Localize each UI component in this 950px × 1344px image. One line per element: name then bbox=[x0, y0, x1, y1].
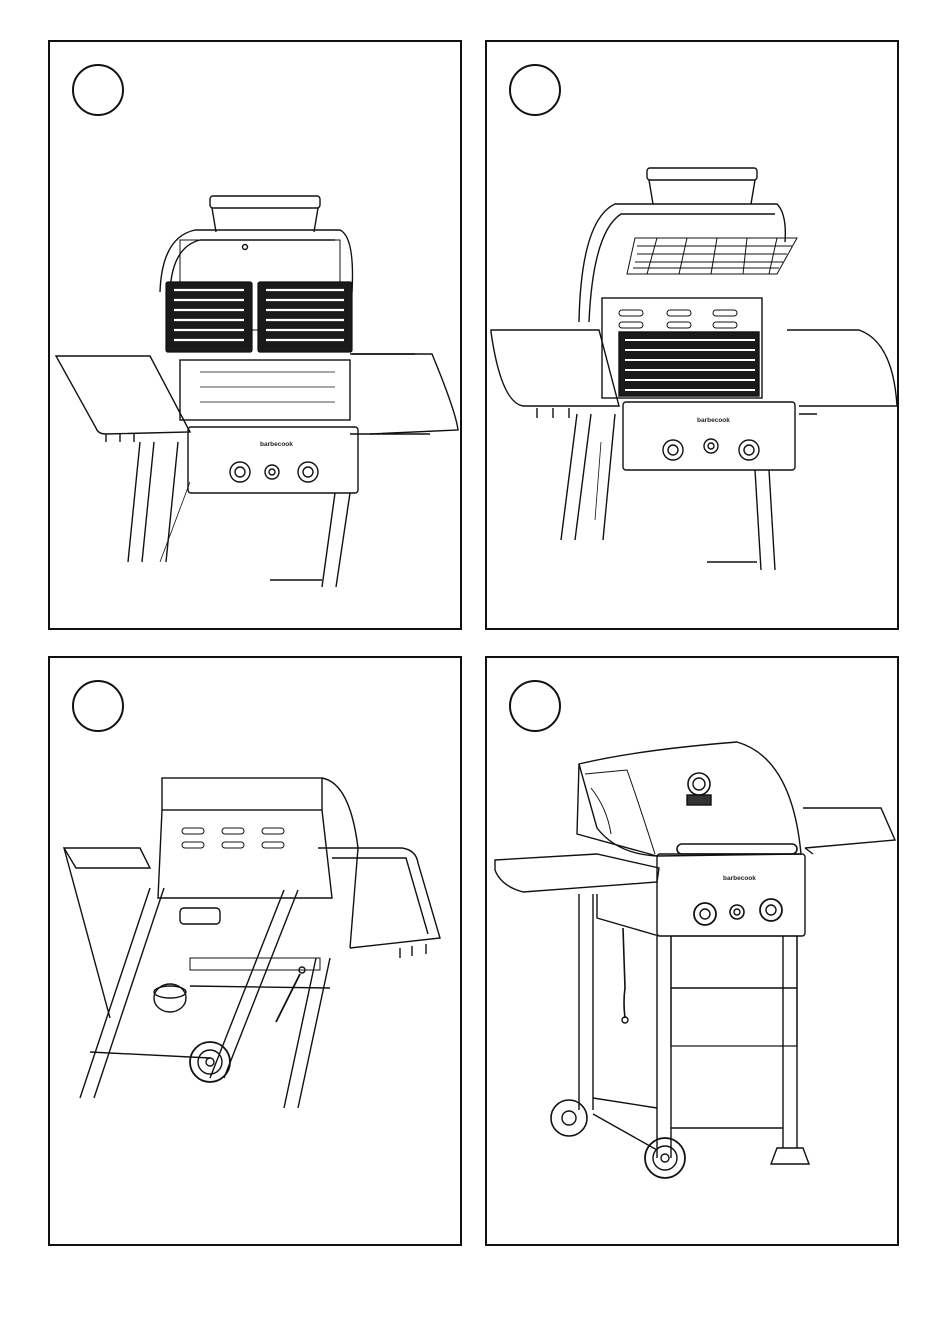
step-panel-2: barbecook bbox=[485, 40, 899, 630]
cooking-grate-left bbox=[166, 282, 252, 352]
grill-open-cooking-grates-illustration: barbecook bbox=[50, 42, 460, 628]
grill-rear-underside-illustration bbox=[50, 658, 460, 1244]
brand-label: barbecook bbox=[697, 417, 730, 424]
step-panel-4: barbecook bbox=[485, 656, 899, 1246]
warming-rack bbox=[627, 238, 797, 274]
brand-label: barbecook bbox=[260, 441, 293, 448]
brand-label: barbecook bbox=[723, 875, 756, 882]
cooking-grate-right bbox=[258, 282, 352, 352]
grill-assembled-closed-illustration: barbecook bbox=[487, 658, 897, 1244]
step-panel-1: barbecook bbox=[48, 40, 462, 630]
grill-open-warming-rack-illustration: barbecook bbox=[487, 42, 897, 628]
step-panel-3 bbox=[48, 656, 462, 1246]
